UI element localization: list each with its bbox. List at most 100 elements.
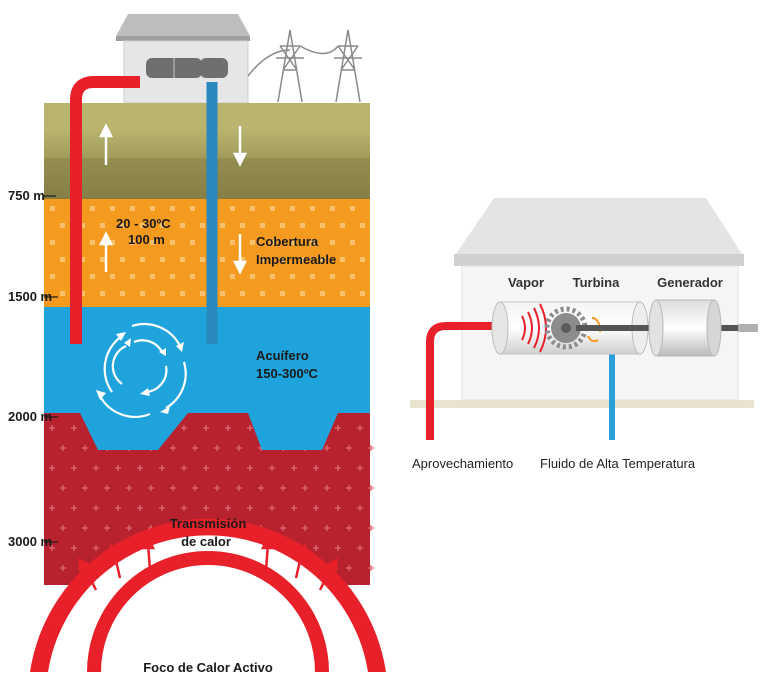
texture-dot [200,223,205,228]
texture-plus [346,565,352,571]
texture-plus [324,525,330,531]
texture-plus [93,545,99,551]
texture-plus [346,445,352,451]
texture-dot [360,223,365,228]
texture-dot [350,274,355,279]
texture-plus [148,485,154,491]
plant-detail: Vapor Turbina Generador Aprovechamiento … [410,198,758,471]
texture-plus [71,425,77,431]
texture-dot [120,291,125,296]
heat-source [28,518,388,673]
texture-dot [170,240,175,245]
texture-plus [203,505,209,511]
texture-dot [350,206,355,211]
texture-dot [170,274,175,279]
texture-dot [170,206,175,211]
texture-dot [290,274,295,279]
texture-dot [310,206,315,211]
aquifer-name-label: Acuífero [256,348,309,363]
texture-plus [368,565,374,571]
texture-dot [180,291,185,296]
power-line-towers [247,29,362,103]
depth-label-3000: 3000 m [8,534,52,549]
texture-dot [120,257,125,262]
texture-dot [110,206,115,211]
hot-production-pipe [70,76,140,344]
texture-plus [203,465,209,471]
texture-dot [150,240,155,245]
depth-label-750: 750 m [8,188,45,203]
impermeable-name-line2: Impermeable [256,252,336,267]
texture-dot [80,257,85,262]
texture-dot [240,257,245,262]
texture-dot [90,240,95,245]
texture-plus [324,445,330,451]
texture-dot [330,274,335,279]
texture-plus [324,485,330,491]
texture-plus [335,425,341,431]
texture-dot [340,223,345,228]
texture-dot [300,257,305,262]
texture-dot [110,240,115,245]
texture-plus [126,525,132,531]
texture-dot [160,291,165,296]
texture-dot [270,240,275,245]
texture-dot [50,240,55,245]
texture-dot [190,240,195,245]
texture-dot [150,274,155,279]
texture-plus [247,425,253,431]
texture-plus [71,465,77,471]
texture-plus [225,425,231,431]
ground-cross-section: 750 m 1500 m 2000 m 3000 m 20 - 30ºC 100… [8,14,388,675]
texture-plus [60,445,66,451]
texture-dot [150,206,155,211]
texture-dot [280,291,285,296]
texture-dot [320,257,325,262]
texture-plus [82,445,88,451]
depth-label-2000: 2000 m [8,409,52,424]
texture-plus [104,525,110,531]
texture-dot [130,206,135,211]
texture-plus [214,445,220,451]
texture-dot [310,274,315,279]
texture-dot [230,274,235,279]
texture-dot [320,223,325,228]
texture-plus [49,465,55,471]
texture-dot [130,240,135,245]
texture-dot [330,206,335,211]
texture-plus [104,485,110,491]
texture-plus [302,485,308,491]
texture-dot [240,223,245,228]
texture-plus [357,465,363,471]
texture-plus [357,425,363,431]
texture-dot [90,206,95,211]
generator-label: Generador [657,275,723,290]
texture-dot [310,240,315,245]
plant-roof [456,198,742,254]
texture-dot [340,291,345,296]
texture-plus [269,465,275,471]
texture-dot [270,206,275,211]
texture-plus [93,465,99,471]
texture-dot [50,274,55,279]
texture-dot [80,291,85,296]
texture-dot [220,223,225,228]
texture-plus [280,525,286,531]
texture-dot [300,223,305,228]
texture-plus [258,485,264,491]
texture-dot [90,274,95,279]
plant-hot-pipe [426,322,498,440]
texture-dot [140,257,145,262]
texture-dot [220,257,225,262]
texture-dot [160,223,165,228]
texture-plus [49,545,55,551]
texture-dot [200,257,205,262]
texture-plus [357,505,363,511]
texture-dot [50,206,55,211]
texture-plus [137,465,143,471]
texture-plus [335,545,341,551]
texture-dot [250,274,255,279]
texture-dot [110,274,115,279]
texture-plus [192,445,198,451]
